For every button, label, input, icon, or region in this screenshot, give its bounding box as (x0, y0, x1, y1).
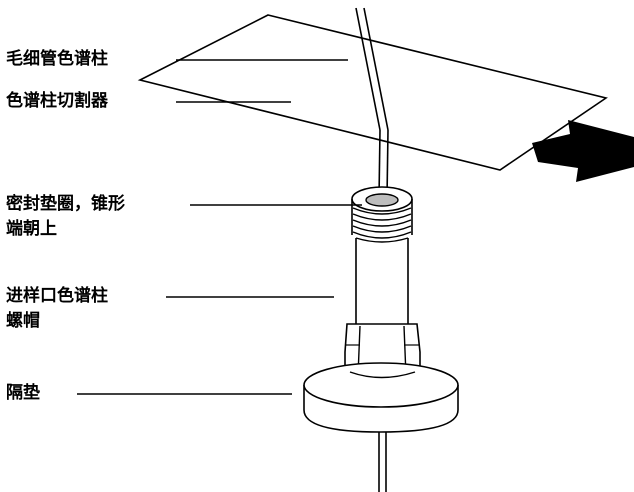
label-inlet-nut-line1: 进样口色谱柱 (6, 286, 108, 306)
ferrule (365, 193, 399, 207)
label-column-cutter: 色谱柱切割器 (6, 91, 108, 111)
label-ferrule-line2: 端朝上 (6, 219, 57, 239)
capillary-column-upper (355, 7, 389, 131)
inlet-nut-thread (351, 186, 413, 239)
label-ferrule-line1: 密封垫圈，锥形 (6, 194, 125, 214)
capillary-column-bottom (378, 432, 387, 492)
label-septum: 隔垫 (6, 383, 40, 403)
septum (303, 362, 459, 433)
label-inlet-nut-line2: 螺帽 (6, 311, 40, 331)
label-capillary-column: 毛细管色谱柱 (6, 49, 108, 69)
arrow-right-icon (532, 120, 634, 182)
inlet-nut-body (355, 237, 409, 324)
